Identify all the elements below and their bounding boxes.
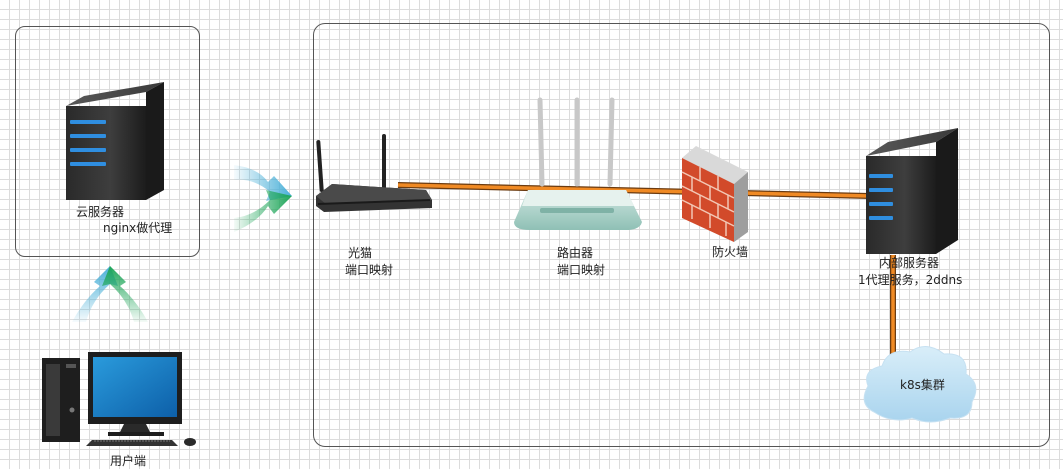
router-subtitle: 端口映射 (557, 263, 606, 277)
client-computer-icon (42, 352, 196, 446)
router-icon (514, 97, 642, 230)
cloud-server-container (15, 26, 200, 257)
firewall-icon (681, 146, 748, 242)
link-modem-to-server (397, 182, 871, 199)
client-title: 用户端 (110, 454, 147, 468)
cloud-server-title: 云服务器 (76, 205, 125, 219)
internal-server-title: 内部服务器 (879, 256, 940, 270)
arrow-up-icon (72, 266, 148, 322)
internal-server-subtitle: 1代理服务，2ddns (858, 273, 963, 287)
k8s-cluster-title: k8s集群 (900, 378, 945, 392)
firewall-title: 防火墙 (712, 245, 749, 259)
internal-network-container (313, 23, 1050, 447)
optical-modem-icon (316, 134, 432, 212)
cloud-server-subtitle: nginx做代理 (103, 221, 173, 235)
k8s-cloud-icon (863, 346, 977, 423)
router-title: 路由器 (557, 246, 594, 260)
internal-server-icon (866, 128, 958, 254)
cloud-server-icon (66, 82, 164, 200)
modem-title: 光猫 (348, 246, 373, 260)
arrow-right-icon (234, 165, 292, 232)
modem-subtitle: 端口映射 (345, 263, 394, 277)
